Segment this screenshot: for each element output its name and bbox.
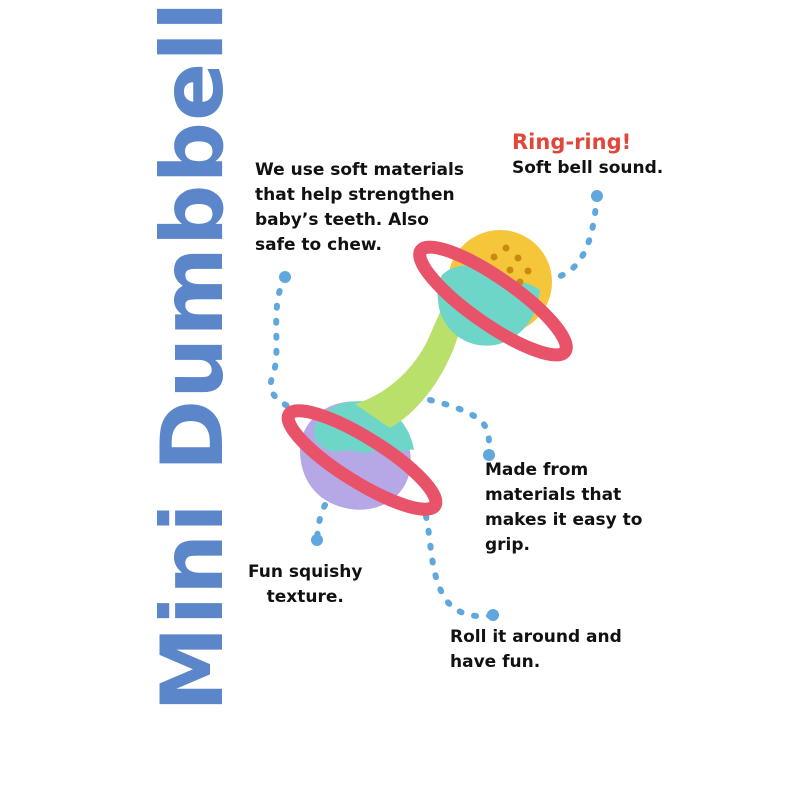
callout-line: makes it easy to	[485, 510, 643, 530]
bottom-weight	[281, 401, 443, 516]
callout-squishy-texture: Fun squishy texture.	[248, 560, 362, 610]
handle	[355, 292, 476, 428]
leader-dot	[311, 534, 323, 546]
leader-dot	[591, 190, 603, 202]
callout-line: texture.	[266, 587, 344, 607]
callout-roll-around: Roll it around and have fun.	[450, 625, 622, 675]
callout-line: Made from	[485, 460, 589, 480]
ring-bottom	[281, 404, 443, 516]
callout-line: have fun.	[450, 652, 541, 672]
leader-line-materials	[267, 274, 299, 413]
callout-line: safe to chew.	[255, 235, 382, 255]
leader-dot	[279, 271, 291, 283]
callout-line: baby’s teeth. Also	[255, 210, 429, 230]
callout-line: We use soft materials	[255, 160, 464, 180]
leader-dot	[487, 609, 499, 621]
callout-line: grip.	[485, 535, 531, 555]
callout-line: Soft bell sound.	[512, 158, 664, 178]
top-weight	[413, 230, 573, 362]
callout-bell-sound: Ring-ring! Soft bell sound.	[512, 128, 663, 181]
leader-line-grip	[427, 397, 492, 458]
leader-line-roll	[423, 513, 496, 620]
callout-line: Roll it around and	[450, 627, 622, 647]
callout-easy-grip: Made from materials that makes it easy t…	[485, 458, 642, 558]
callout-soft-materials: We use soft materials that help strength…	[255, 158, 464, 258]
leader-line-bell	[537, 193, 600, 286]
leader-dots	[279, 190, 603, 621]
callout-line: Fun squishy	[248, 562, 363, 582]
ring-top	[413, 240, 573, 362]
callout-heading: Ring-ring!	[512, 130, 632, 154]
callout-line: that help strengthen	[255, 185, 455, 205]
leader-dot	[483, 449, 495, 461]
callout-line: materials that	[485, 485, 622, 505]
